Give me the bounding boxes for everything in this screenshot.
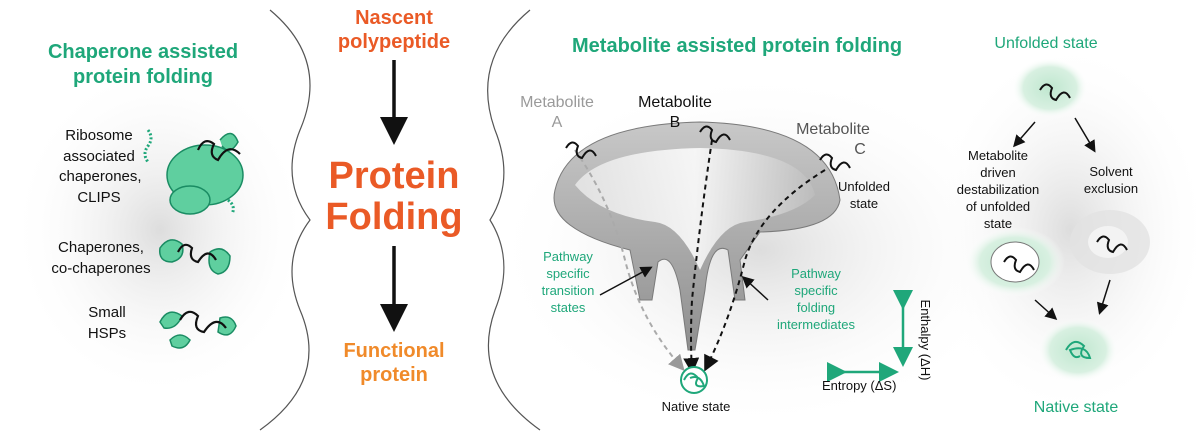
unfolded-label-line1: Unfolded — [837, 179, 891, 194]
destabilization-line: driven — [980, 164, 1016, 180]
metabolite-c-icon — [819, 153, 851, 172]
ribosome-label-line: chaperones, — [59, 168, 142, 186]
chaperones-label-line: co-chaperones — [51, 259, 151, 277]
transition-line: Pathway — [543, 249, 593, 264]
intermediate-line: Pathway — [791, 266, 841, 281]
ribosome-label-line: associated — [63, 147, 135, 165]
protein-folding-line1: Protein — [328, 155, 460, 197]
metabolite-c-name: Metabolite — [796, 121, 870, 138]
pathway-b — [683, 139, 713, 374]
nascent-line2: polypeptide — [337, 31, 451, 53]
small-hsps-label-line: HSPs — [87, 324, 127, 342]
functional-line1: Functional — [343, 340, 445, 362]
ribosome-chaperone-icon — [143, 129, 244, 215]
unfolded-label-line2: state — [849, 196, 879, 211]
arrow-transition — [599, 266, 653, 296]
destabilization-line: state — [983, 215, 1013, 231]
destabilization-line: destabilization — [956, 181, 1040, 197]
right-bracket — [487, 9, 541, 431]
transition-line: specific — [546, 265, 590, 281]
enthalpy-label: Enthalpy (ΔH) — [918, 299, 934, 381]
exclusion-state-icon — [1070, 210, 1150, 274]
metabolite-b-letter: B — [669, 114, 681, 131]
metabolite-a-letter: A — [551, 114, 563, 131]
functional-line2: protein — [360, 364, 428, 386]
arrow-to-destabilization — [1013, 121, 1036, 148]
native-protein-icon — [680, 366, 708, 394]
landscape-title: Metabolite assisted protein folding — [572, 35, 903, 57]
arrow-to-exclusion — [1074, 117, 1096, 153]
destabilization-line: of unfolded — [965, 198, 1031, 214]
arrow-exclusion-to-native — [1096, 279, 1111, 315]
metabolite-c-letter: C — [854, 141, 866, 158]
metabolite-a-name: Metabolite — [520, 94, 594, 111]
folding-funnel — [553, 121, 841, 351]
right-panel-shade — [930, 40, 1200, 420]
solvent-line1: Solvent — [1089, 164, 1133, 179]
arrow-destab-to-native — [1034, 299, 1058, 321]
nascent-line1: Nascent — [355, 7, 433, 29]
unfolded-state-title: Unfolded state — [994, 35, 1098, 52]
native-state-right-icon — [1038, 318, 1118, 382]
intermediate-line: folding — [796, 299, 836, 315]
ribosome-label-line: CLIPS — [77, 189, 121, 207]
metabolite-a-icon — [565, 141, 597, 160]
left-title-line2: protein folding — [73, 66, 213, 88]
small-hsps-icon — [159, 310, 237, 349]
left-panel-shade — [10, 60, 310, 400]
left-title-line1: Chaperone assisted — [47, 41, 239, 63]
transition-line: states — [550, 299, 586, 315]
chaperones-label-line: Chaperones, — [58, 239, 144, 256]
solvent-line2: exclusion — [1083, 181, 1139, 196]
small-hsps-label-line: Small — [88, 304, 126, 321]
small-hsps-label: Small HSPs — [82, 303, 132, 344]
destabilization-label: Metabolite driven destabilization of unf… — [948, 148, 1048, 232]
entropy-label: Entropy (ΔS) — [822, 378, 897, 393]
ribosome-label: Ribosome associated chaperones, CLIPS — [59, 126, 142, 209]
arrow-intermediate — [741, 275, 769, 301]
folding-intermediates-label: Pathway specific folding intermediates — [766, 266, 866, 334]
chaperones-label: Chaperones, co-chaperones — [46, 238, 156, 279]
native-state-label: Native state — [661, 399, 731, 414]
intermediate-line: specific — [794, 282, 838, 298]
chaperones-icon — [159, 239, 231, 275]
left-bracket — [259, 9, 311, 431]
transition-line: transition — [541, 282, 595, 298]
ribosome-label-line: Ribosome — [65, 127, 133, 144]
intermediate-line: intermediates — [776, 316, 856, 332]
unfolded-blob-icon — [1012, 58, 1088, 118]
protein-folding-line2: Folding — [325, 196, 463, 238]
pathway-a — [574, 149, 685, 372]
metabolite-b-name: Metabolite — [638, 94, 712, 111]
destabilized-state-icon — [965, 227, 1065, 297]
native-state-title: Native state — [1033, 399, 1119, 416]
transition-states-label: Pathway specific transition states — [528, 249, 608, 317]
destabilization-line: Metabolite — [968, 148, 1028, 163]
metabolite-b-icon — [699, 125, 731, 144]
